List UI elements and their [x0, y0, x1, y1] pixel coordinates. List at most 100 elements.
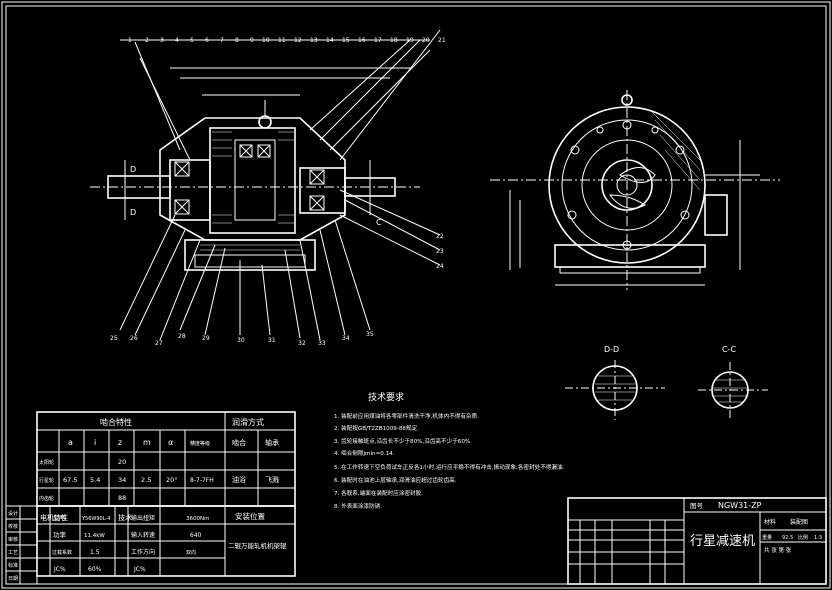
- motor-side-label: 电机特性: [40, 513, 68, 522]
- svg-text:24: 24: [436, 263, 444, 270]
- note-3: 3. 齿轮接触斑点,沿齿长不少于80%,沿齿高不少于60%: [334, 437, 470, 445]
- section-d-bottom: D: [130, 208, 136, 217]
- svg-text:12: 12: [294, 37, 302, 44]
- material-value: 装配图: [790, 518, 808, 526]
- svg-text:10: 10: [262, 37, 270, 44]
- lube-title: 润滑方式: [232, 417, 264, 427]
- svg-text:23: 23: [436, 248, 444, 255]
- section-dd-label: D-D: [604, 345, 619, 354]
- section-views: D-D C-C: [565, 345, 768, 420]
- hdr-bearing: 轴承: [265, 438, 279, 447]
- note-1: 1. 装配前应用煤油将各零部件清洗干净,机体内不得有杂质.: [334, 412, 479, 420]
- planet-z: 34: [118, 476, 126, 484]
- material-label: 材料: [764, 518, 776, 526]
- mesh-table: 啮合特性 润滑方式 a i z m α 精度等级 啮合 轴承 太阳轮 行星轮 内…: [36, 411, 296, 507]
- motor-k2: 过载系数: [52, 549, 72, 556]
- svg-text:9: 9: [250, 37, 254, 44]
- note-7: 7. 各联系,端面在装配时应涂密封胶.: [334, 489, 423, 497]
- side-label-1: 校核: [8, 523, 18, 530]
- hdr-i: i: [94, 438, 96, 447]
- svg-text:27: 27: [155, 340, 163, 347]
- install-title: 安装位置: [235, 511, 265, 521]
- side-label-5: 日期: [8, 576, 18, 582]
- notes-title: 技术要求: [368, 391, 404, 403]
- svg-text:18: 18: [390, 37, 398, 44]
- svg-text:5: 5: [190, 37, 194, 44]
- svg-text:16: 16: [358, 37, 366, 44]
- side-label-4: 标准: [8, 562, 18, 569]
- side-label-2: 审核: [8, 536, 18, 543]
- planet-a: 67.5: [63, 476, 77, 484]
- planet-alpha: 20°: [166, 476, 178, 484]
- technical-notes: 技术要求 1. 装配前应用煤油将各零部件清洗干净,机体内不得有杂质. 2. 装配…: [334, 391, 565, 510]
- motor-v1: 11.4kW: [84, 533, 105, 539]
- svg-text:19: 19: [406, 37, 414, 44]
- side-view: [490, 90, 780, 290]
- hdr-mesh: 啮合: [232, 438, 246, 447]
- svg-text:28: 28: [178, 333, 186, 340]
- drawing-name: 行星减速机: [690, 534, 755, 549]
- note-6: 6. 装配时在油池上层轴承,润滑油应超过齿轮齿高.: [334, 476, 457, 484]
- motor-v2: 1.5: [90, 549, 100, 556]
- motor-k3: JC%: [53, 566, 66, 573]
- planet-i: 5.4: [90, 476, 100, 484]
- drawing-no-label: 图号: [690, 502, 704, 510]
- svg-text:14: 14: [326, 37, 334, 44]
- motor-table: 电机特性 型号 Y56W90L-4 功率 11.4kW 过载系数 1.5 JC%…: [36, 505, 296, 577]
- svg-text:6: 6: [205, 37, 209, 44]
- svg-text:7: 7: [220, 37, 224, 44]
- tech-k1: 输入转速: [131, 531, 155, 539]
- side-label-0: 设计: [8, 510, 18, 517]
- planet-mesh: 油浴: [232, 475, 246, 484]
- inner-border: [5, 5, 827, 585]
- drawing-no: NGW31-ZP: [718, 501, 762, 510]
- svg-text:11: 11: [278, 37, 286, 44]
- tech-side-label: 技术: [118, 513, 132, 522]
- tech-k0: 输出扭矩: [131, 514, 155, 522]
- svg-text:32: 32: [298, 340, 306, 347]
- weight-label: 重量: [762, 534, 772, 541]
- scale-value: 1:3: [814, 535, 822, 541]
- planet-grade: 8-7-7FH: [190, 477, 214, 484]
- svg-text:26: 26: [130, 335, 138, 342]
- svg-text:4: 4: [175, 37, 179, 44]
- svg-text:15: 15: [342, 37, 350, 44]
- svg-text:29: 29: [202, 335, 210, 342]
- svg-text:8: 8: [235, 37, 239, 44]
- svg-text:22: 22: [436, 233, 444, 240]
- hdr-a: a: [68, 438, 73, 447]
- tech-k2: 工作方向: [131, 548, 155, 556]
- row-ring-label: 内齿轮: [39, 495, 54, 502]
- hdr-m: m: [143, 438, 151, 447]
- motor-k0: 型号: [53, 513, 67, 522]
- note-5: 5. 在工作转速下空负荷试车正反各1小时,运行应平稳不得有冲击,振动现象,各密封…: [334, 463, 565, 471]
- motor-k1: 功率: [53, 530, 67, 539]
- svg-text:35: 35: [366, 331, 374, 338]
- side-strip: 设计 校核 审核 工艺 标准 日期: [5, 505, 38, 585]
- svg-text:17: 17: [374, 37, 382, 44]
- ring-z: 88: [118, 494, 126, 502]
- tech-v1: 640: [190, 532, 202, 539]
- tech-v2: 双向: [186, 549, 196, 556]
- row-planet-label: 行星轮: [39, 477, 54, 484]
- section-d-top: D: [130, 165, 136, 174]
- planet-bearing: 飞溅: [265, 475, 279, 484]
- svg-text:33: 33: [318, 340, 326, 347]
- sun-z: 20: [118, 458, 126, 466]
- sheet-info: 共 张 第 张: [764, 546, 792, 554]
- side-label-3: 工艺: [8, 550, 18, 556]
- scale-label: 比例: [798, 534, 808, 541]
- motor-v3: 60%: [88, 566, 102, 573]
- hdr-z: z: [118, 438, 122, 447]
- planet-m: 2.5: [141, 476, 151, 484]
- section-c-marker: C: [376, 218, 382, 227]
- svg-text:13: 13: [310, 37, 318, 44]
- svg-text:34: 34: [342, 335, 350, 342]
- tech-k3: JC%: [133, 566, 146, 573]
- weight-value: 92.5: [782, 535, 793, 541]
- svg-text:20: 20: [422, 37, 430, 44]
- svg-text:2: 2: [145, 37, 149, 44]
